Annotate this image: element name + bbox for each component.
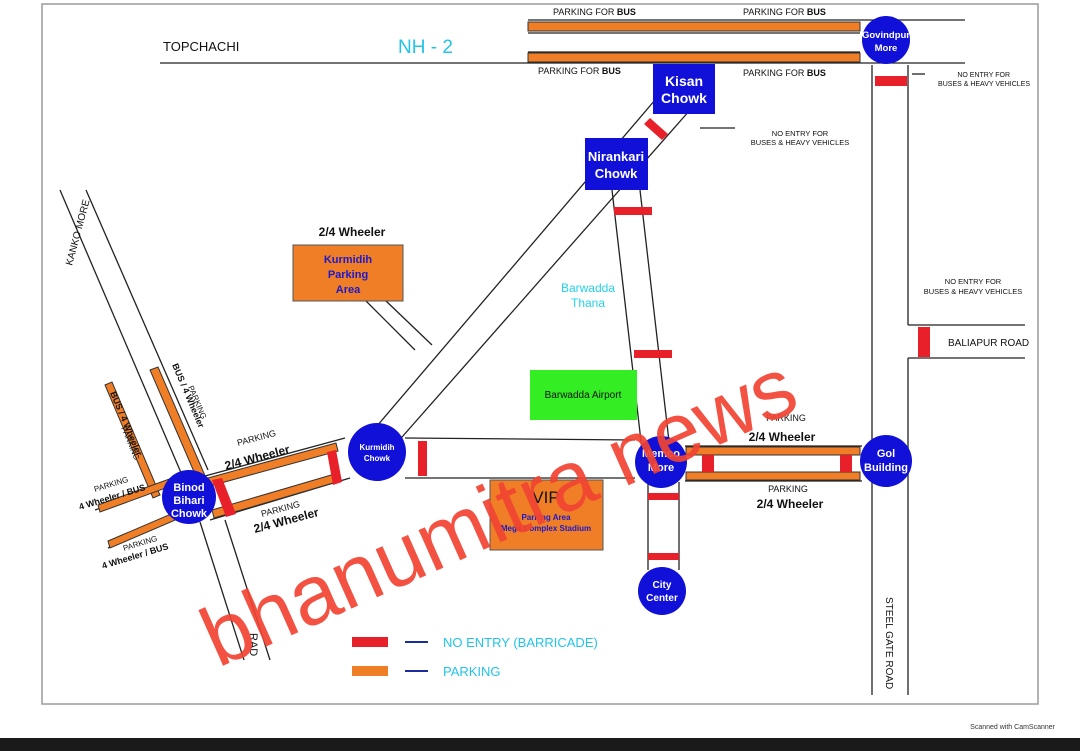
junction-binod-bihari-chowk[interactable] <box>162 470 216 524</box>
barricade-kurmidih-west <box>327 450 342 485</box>
barricades <box>212 76 930 560</box>
kanko-parking-left <box>104 381 161 499</box>
memco-label-1: Memco <box>642 448 680 460</box>
barricade-nirankari <box>614 207 652 215</box>
junction-gol-building[interactable] <box>860 435 912 487</box>
barricade-govindpur <box>875 76 907 86</box>
memco-parking-top-small: PARKING <box>766 413 806 423</box>
kanko-road-right <box>85 189 209 471</box>
memco-gol-parking-top <box>685 446 861 456</box>
kurmidih-parking-link-a <box>364 299 416 351</box>
vip-sub-1: Parking Area <box>521 513 571 522</box>
kurmidih-memco-top <box>404 437 636 441</box>
legend-no-entry-label: NO ENTRY (BARRICADE) <box>443 635 598 650</box>
memco-label-2: More <box>648 462 674 474</box>
legend-barricade-swatch <box>352 637 388 647</box>
kurmidih-parking-line-1: Kurmidih <box>324 254 373 266</box>
topchachi-label: TOPCHACHI <box>163 39 239 54</box>
barricade-kisan <box>644 118 668 140</box>
barricade-city-north <box>648 553 679 560</box>
legend-parking-label: PARKING <box>443 664 501 679</box>
govindpur-no-entry-2: BUSES & HEAVY VEHICLES <box>938 81 1030 88</box>
vip-parking-area <box>489 479 604 551</box>
memco-parking-bottom-small: PARKING <box>768 484 808 494</box>
bottom-strip <box>0 738 1080 746</box>
barricade-gol-west <box>840 455 852 472</box>
thana-label-2: Thana <box>571 296 605 310</box>
kurmidih-parking-area <box>292 244 404 302</box>
kisan-no-entry-2: BUSES & HEAVY VEHICLES <box>751 138 850 147</box>
memco-parking-top-big: 2/4 Wheeler <box>749 430 816 444</box>
scanner-credit: Scanned with CamScanner <box>970 724 1055 731</box>
parking-strips <box>97 21 861 549</box>
nh2-bus-parking-top <box>527 21 861 32</box>
binod-label-2: Bihari <box>173 495 204 507</box>
junctions <box>162 16 912 615</box>
binod-label-1: Binod <box>173 482 204 494</box>
legend-parking-swatch <box>352 666 388 676</box>
kurmidih-label-2: Chowk <box>364 454 391 463</box>
kurmidih-parking-link-b <box>384 299 433 346</box>
barricade-memco-south <box>648 493 679 500</box>
steel-gate-road-label: STEEL GATE ROAD <box>883 597 894 689</box>
junction-nirankari-chowk[interactable] <box>585 138 648 190</box>
binod-kurmidih-top <box>204 437 346 477</box>
thana-label-1: Barwadda <box>561 281 615 295</box>
lower-road-label: RAD <box>247 633 259 656</box>
kisan-no-entry-1: NO ENTRY FOR <box>772 129 829 138</box>
kanko-road-left <box>59 189 183 476</box>
junction-kurmidih-chowk[interactable] <box>348 423 406 481</box>
kurmidih-parking-heading: 2/4 Wheeler <box>319 225 386 239</box>
kurmidih-parking-line-3: Area <box>336 284 361 296</box>
bus-parking-label-4: PARKING FOR BUS <box>743 68 826 78</box>
kurmidih-label-1: Kurmidih <box>359 443 394 452</box>
binod-label-3: Chowk <box>171 508 208 520</box>
govindpur-no-entry-1: NO ENTRY FOR <box>957 72 1010 79</box>
nh2-label: NH - 2 <box>398 37 453 58</box>
memco-parking-bottom-big: 2/4 Wheeler <box>757 497 824 511</box>
vip-title: VIP <box>532 488 559 507</box>
kisan-label-1: Kisan <box>665 73 703 89</box>
junction-kisan-chowk[interactable] <box>653 64 715 114</box>
junction-govindpur-more[interactable] <box>862 16 910 64</box>
gol-label-2: Building <box>864 462 908 474</box>
kurmidih-parking-line-2: Parking <box>328 269 368 281</box>
bus-parking-label-2: PARKING FOR BUS <box>743 7 826 17</box>
junction-memco-more[interactable] <box>635 436 687 488</box>
kisan-label-2: Chowk <box>661 90 707 106</box>
barricade-binod <box>212 478 236 517</box>
nirankari-label-2: Chowk <box>595 166 638 181</box>
nirankari-memco-right <box>639 189 671 451</box>
govindpur-label-2: More <box>875 43 898 54</box>
lower-road-right <box>224 519 271 661</box>
baliapur-road-label: BALIAPUR ROAD <box>948 338 1029 349</box>
city-label-2: Center <box>646 593 678 604</box>
barricade-memco-east <box>702 455 714 472</box>
gol-label-1: Gol <box>877 448 895 460</box>
barricade-kurmidih-east <box>418 441 427 476</box>
vip-sub-2: Mega Complex Stadium <box>501 524 591 533</box>
baliapur-no-entry-2: BUSES & HEAVY VEHICLES <box>924 287 1023 296</box>
barricade-baliapur <box>918 327 930 357</box>
legend: NO ENTRY (BARRICADE) PARKING <box>352 635 598 679</box>
bus-parking-label-3: PARKING FOR BUS <box>538 66 621 76</box>
barwadda-airport <box>530 370 637 420</box>
airport-label: Barwadda Airport <box>545 390 622 401</box>
city-label-1: City <box>653 580 672 591</box>
govindpur-label-1: Govindpur <box>862 30 910 41</box>
nh2-bus-parking-bottom <box>527 52 861 63</box>
barricade-thana <box>634 350 672 358</box>
nirankari-label-1: Nirankari <box>588 149 644 164</box>
bus-parking-label-1: PARKING FOR BUS <box>553 7 636 17</box>
lower-road-left <box>199 521 245 661</box>
memco-gol-parking-bottom <box>685 471 861 481</box>
junction-city-center[interactable] <box>638 567 686 615</box>
baliapur-no-entry-1: NO ENTRY FOR <box>945 277 1002 286</box>
